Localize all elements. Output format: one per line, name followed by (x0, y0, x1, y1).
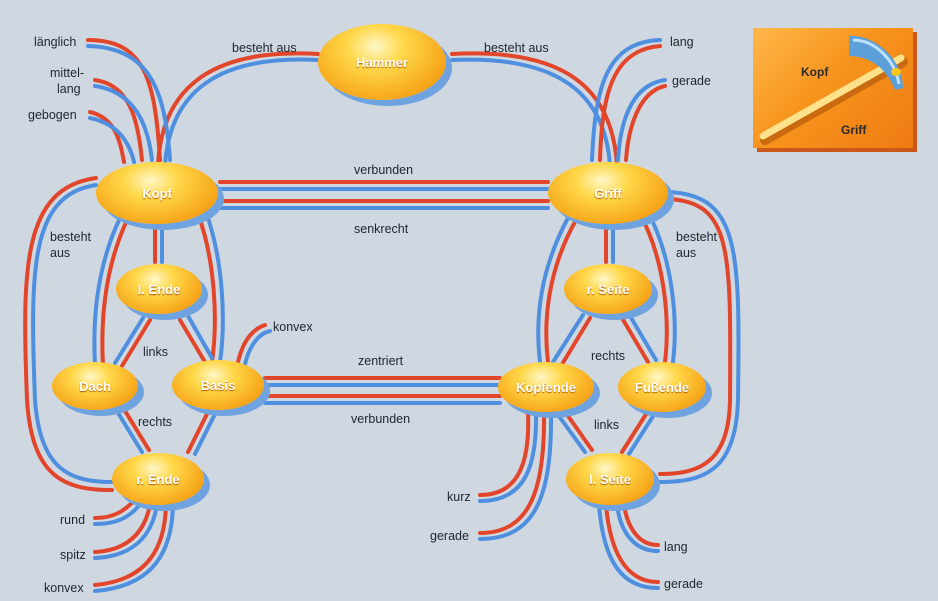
illustration-griff-label: Griff (841, 123, 867, 137)
node-hammer-label: Hammer (355, 54, 409, 70)
node-l-seite-label: l. Seite (589, 471, 631, 487)
attribute-gebogen: gebogen (28, 108, 77, 122)
node-hammer: Hammer (318, 24, 446, 100)
relation-rechts-left: rechts (138, 415, 173, 429)
attribute-kurz: kurz (447, 490, 471, 504)
attribute-gerade-seite: gerade (664, 577, 703, 591)
relation-zentriert: zentriert (358, 354, 404, 368)
relation-senkrecht: senkrecht (354, 222, 409, 236)
hammer-icon (759, 35, 908, 145)
node-l-seite: l. Seite (566, 453, 654, 505)
node-l-ende: l. Ende (116, 264, 202, 314)
relation-aus-kopf: aus (50, 246, 71, 260)
node-fussende-label: Fußende (634, 379, 690, 395)
node-kopfende: Kopfende (498, 362, 594, 412)
node-dach: Dach (52, 362, 138, 410)
attribute-mittel: mittel- (50, 66, 85, 80)
relation-rechts-right: rechts (591, 349, 626, 363)
attribute-konvex-ende: konvex (44, 581, 84, 595)
node-basis-label: Basis (200, 377, 236, 393)
relation-verbunden-top: verbunden (354, 163, 414, 177)
relation-besteht-aus-left: besteht aus (232, 41, 297, 55)
attribute-gerade-kopfende: gerade (430, 529, 469, 543)
node-r-ende-label: r. Ende (136, 471, 180, 487)
node-griff-label: Griff (594, 185, 622, 201)
relation-aus-griff: aus (676, 246, 697, 260)
attribute-spitz: spitz (60, 548, 86, 562)
relation-verbunden-bottom: verbunden (351, 412, 411, 426)
node-l-ende-label: l. Ende (137, 281, 181, 297)
node-fussende: Fußende (618, 362, 706, 412)
attribute-konvex-basis: konvex (273, 320, 313, 334)
relation-besteht-aus-right: besteht aus (484, 41, 549, 55)
attribute-gerade-griff: gerade (672, 74, 711, 88)
node-griff: Griff (548, 162, 668, 224)
attribute-lang-kopf: lang (57, 82, 81, 96)
node-r-seite-label: r. Seite (586, 281, 630, 297)
illustration-kopf-label: Kopf (801, 65, 829, 79)
relation-links-left: links (143, 345, 169, 359)
node-dach-label: Dach (79, 378, 111, 394)
hammer-illustration: Kopf Griff (753, 28, 913, 148)
attribute-rund: rund (60, 513, 86, 527)
relation-besteht-griff: besteht (676, 230, 718, 244)
attribute-lang-griff: lang (670, 35, 694, 49)
node-basis: Basis (172, 360, 264, 410)
attribute-laenglich: länglich (34, 35, 77, 49)
attribute-lang-seite: lang (664, 540, 688, 554)
node-r-ende: r. Ende (112, 453, 204, 505)
relation-links-right: links (594, 418, 620, 432)
node-kopf: Kopf (96, 162, 218, 224)
node-kopf-label: Kopf (142, 185, 172, 201)
node-kopfende-label: Kopfende (516, 379, 576, 395)
node-r-seite: r. Seite (564, 264, 652, 314)
relation-besteht-kopf: besteht (50, 230, 92, 244)
